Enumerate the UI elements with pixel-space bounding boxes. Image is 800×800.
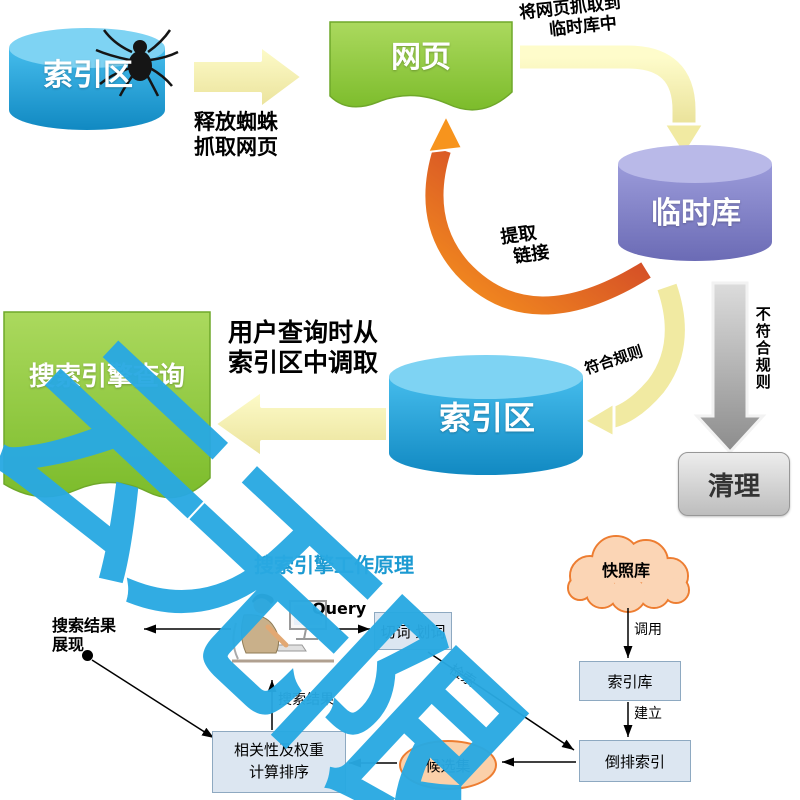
source-db-label: 索引区 <box>43 58 133 93</box>
temp-db-label: 临时库 <box>651 196 741 231</box>
index-db-label: 索引区 <box>438 399 535 437</box>
bottom-title: 搜索引擎工作原理 <box>254 553 414 577</box>
index-to-query-arrow <box>212 388 390 460</box>
display-label: 搜索结果展现 <box>52 616 117 654</box>
clean-box: 清理 <box>678 452 790 516</box>
segment-to-inverted-arrow <box>427 651 575 751</box>
build-label: 建立 <box>634 706 662 722</box>
fail-rule-label: 不符合规则 <box>753 306 772 391</box>
fail-arrow <box>693 281 767 455</box>
query-note-line1: 用户查询时从 <box>228 318 379 347</box>
spider-icon <box>95 29 179 97</box>
inverted-index-box-label: 倒排索引 <box>604 752 665 771</box>
dot-to-rank-arrow <box>91 659 215 739</box>
result-label: 搜索结果 <box>278 692 334 708</box>
crawl-note-line2: 抓取网页 <box>194 134 278 159</box>
candidate-set-label: 候选集 <box>425 756 471 775</box>
user-at-computer-illustration <box>232 593 334 663</box>
rank-box-line2: 计算排序 <box>248 763 309 781</box>
temp-db-cylinder <box>618 145 772 261</box>
webpage-shape <box>329 21 513 111</box>
candidate-set-ellipse: 候选集 <box>399 740 497 790</box>
bullet-dot <box>82 650 93 661</box>
snapshot-cloud-shape <box>567 535 690 613</box>
crawl-arrow <box>190 43 305 111</box>
segment-box: 切词 划词 <box>374 612 452 650</box>
search-query-label: 搜索引擎查询 <box>28 362 185 392</box>
recrawl-arrow <box>421 113 653 318</box>
index-db-box: 索引库 <box>579 661 681 701</box>
query-note-line2: 索引区中调取 <box>228 347 379 377</box>
recrawl-note: 提取 链接 <box>499 221 550 269</box>
query-en-label: Query <box>312 599 367 618</box>
index-db-box-label: 索引库 <box>607 672 653 691</box>
crawl-note: 释放蜘蛛 抓取网页 <box>194 110 278 160</box>
pass-arrow <box>580 282 689 440</box>
bottom-flow-connectors <box>91 608 633 768</box>
segment-box-label: 切词 划词 <box>380 622 446 641</box>
index-db-cylinder <box>389 355 583 475</box>
rank-box-line1: 相关性及权重 <box>233 741 324 760</box>
inverted-index-box: 倒排索引 <box>579 740 691 782</box>
webpage-to-tempdb-arrow <box>520 41 707 159</box>
query-note: 用户查询时从 索引区中调取 <box>228 318 378 377</box>
crawl-note-line1: 释放蜘蛛 <box>194 110 278 134</box>
snapshot-cloud-label: 快照库 <box>601 561 650 580</box>
clean-box-label: 清理 <box>707 471 760 502</box>
search-query-shape <box>3 311 211 499</box>
rank-box: 相关性及权重 计算排序 <box>212 731 346 793</box>
call-label: 调用 <box>634 622 662 638</box>
webpage-label: 网页 <box>391 40 451 75</box>
